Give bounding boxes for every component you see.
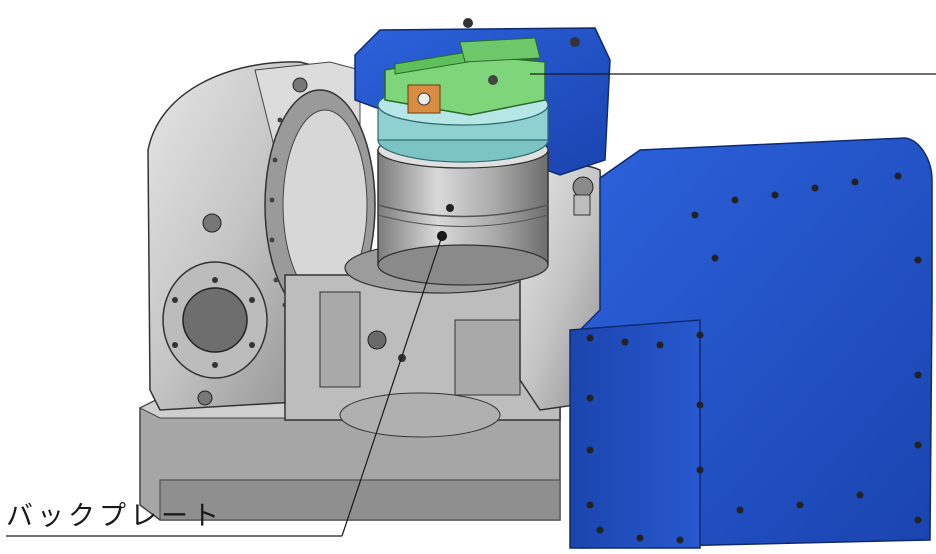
leader-lines [6, 73, 936, 537]
back-plate-label: バックプレート [6, 501, 223, 532]
back-plate-leader-line [341, 235, 443, 537]
right-blue-housing [569, 137, 933, 549]
green-vise-chuck [384, 37, 546, 116]
